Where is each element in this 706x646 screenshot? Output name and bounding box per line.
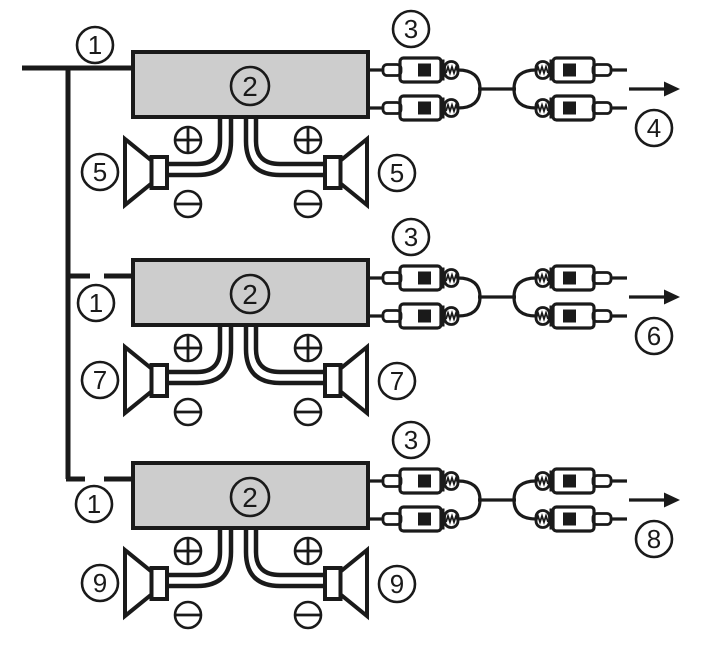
speaker-icon [323,548,369,618]
speaker-wire [167,327,223,375]
rca-plug-white-icon [365,467,460,495]
svg-text:1: 1 [89,288,103,318]
callout-output-1: 4 [634,108,674,148]
minus-terminal-icon [173,397,203,427]
rca-plug-white-icon [365,56,460,84]
svg-text:3: 3 [404,14,418,44]
callout-source-1: 1 [75,25,115,65]
speaker-icon [323,137,369,207]
callout-source-1-label: 1 [88,30,102,60]
callout-speaker-2-left: 7 [80,360,120,400]
amplifier-section-3: 1 2 9 9 [66,420,682,630]
callout-amplifier-3: 2 [229,476,271,518]
plus-terminal-icon [293,125,323,155]
rca-plug-white-icon [534,467,629,495]
rca-plug-gray-icon [534,94,629,122]
callout-amplifier-1-label: 2 [242,71,258,102]
rca-cable [512,88,537,110]
rca-cable [457,479,482,501]
svg-text:3: 3 [404,222,418,252]
rca-cable [457,88,482,110]
arrow-right-icon [627,287,682,307]
plus-terminal-icon [173,333,203,363]
speaker-wire [167,119,234,178]
callout-speaker-1-left: 5 [80,152,120,192]
speaker-wire [243,119,325,178]
speaker-wire [253,119,325,167]
speaker-wire [253,530,325,578]
rca-plug-gray-icon [365,94,460,122]
rca-cable [457,276,482,298]
rca-cable [457,296,482,318]
callout-amplifier-1: 2 [229,65,271,107]
svg-text:5: 5 [93,157,107,187]
svg-text:2: 2 [242,279,258,310]
svg-text:9: 9 [390,569,404,599]
arrow-right-icon [627,490,682,510]
rca-plug-white-icon [365,264,460,292]
speaker-icon [123,345,169,415]
rca-cable [512,296,537,318]
rca-plug-gray-icon [534,302,629,330]
minus-terminal-icon [293,600,323,630]
callout-speaker-3-right: 9 [377,564,417,604]
rca-cable [457,499,482,521]
minus-terminal-icon [293,189,323,219]
speaker-wire [167,530,234,589]
plus-terminal-icon [173,125,203,155]
rca-plug-gray-icon [534,505,629,533]
rca-plug-white-icon [534,56,629,84]
svg-text:8: 8 [647,524,661,554]
rca-plug-gray-icon [365,302,460,330]
svg-text:9: 9 [93,568,107,598]
callout-cable-2: 3 [391,217,431,257]
speaker-wire [253,327,325,375]
speaker-wire [243,327,325,386]
plus-terminal-icon [173,536,203,566]
amplifier-section-2: 1 2 7 7 [70,217,682,427]
svg-text:5: 5 [390,158,404,188]
plus-terminal-icon [293,333,323,363]
callout-speaker-2-right: 7 [377,361,417,401]
svg-text:1: 1 [87,489,101,519]
speaker-wire [167,530,223,578]
callout-source-3: 1 [74,484,114,524]
callout-cable-1: 3 [391,9,431,49]
arrow-right-icon [627,79,682,99]
svg-text:4: 4 [647,113,661,143]
callout-amplifier-2: 2 [229,273,271,315]
speaker-icon [123,548,169,618]
rca-cable [512,68,537,90]
speaker-icon [123,137,169,207]
callout-output-3: 8 [634,519,674,559]
rca-plug-gray-icon [365,505,460,533]
svg-text:6: 6 [647,321,661,351]
svg-text:3: 3 [404,425,418,455]
minus-terminal-icon [173,189,203,219]
callout-source-2: 1 [76,283,116,323]
speaker-wire [243,530,325,589]
callout-speaker-3-left: 9 [80,563,120,603]
svg-text:7: 7 [390,366,404,396]
callout-speaker-1-right: 5 [377,153,417,193]
rca-cable [512,499,537,521]
amplifier-section-1: 1 2 5 5 [75,9,682,219]
minus-terminal-icon [293,397,323,427]
rca-cable [512,479,537,501]
svg-text:2: 2 [242,482,258,513]
speaker-wire [167,119,223,167]
callout-cable-3: 3 [391,420,431,460]
minus-terminal-icon [173,600,203,630]
rca-plug-white-icon [534,264,629,292]
rca-cable [512,276,537,298]
plus-terminal-icon [293,536,323,566]
svg-text:7: 7 [93,365,107,395]
speaker-wire [167,327,234,386]
speaker-icon [323,345,369,415]
callout-output-2: 6 [634,316,674,356]
rca-cable [457,68,482,90]
